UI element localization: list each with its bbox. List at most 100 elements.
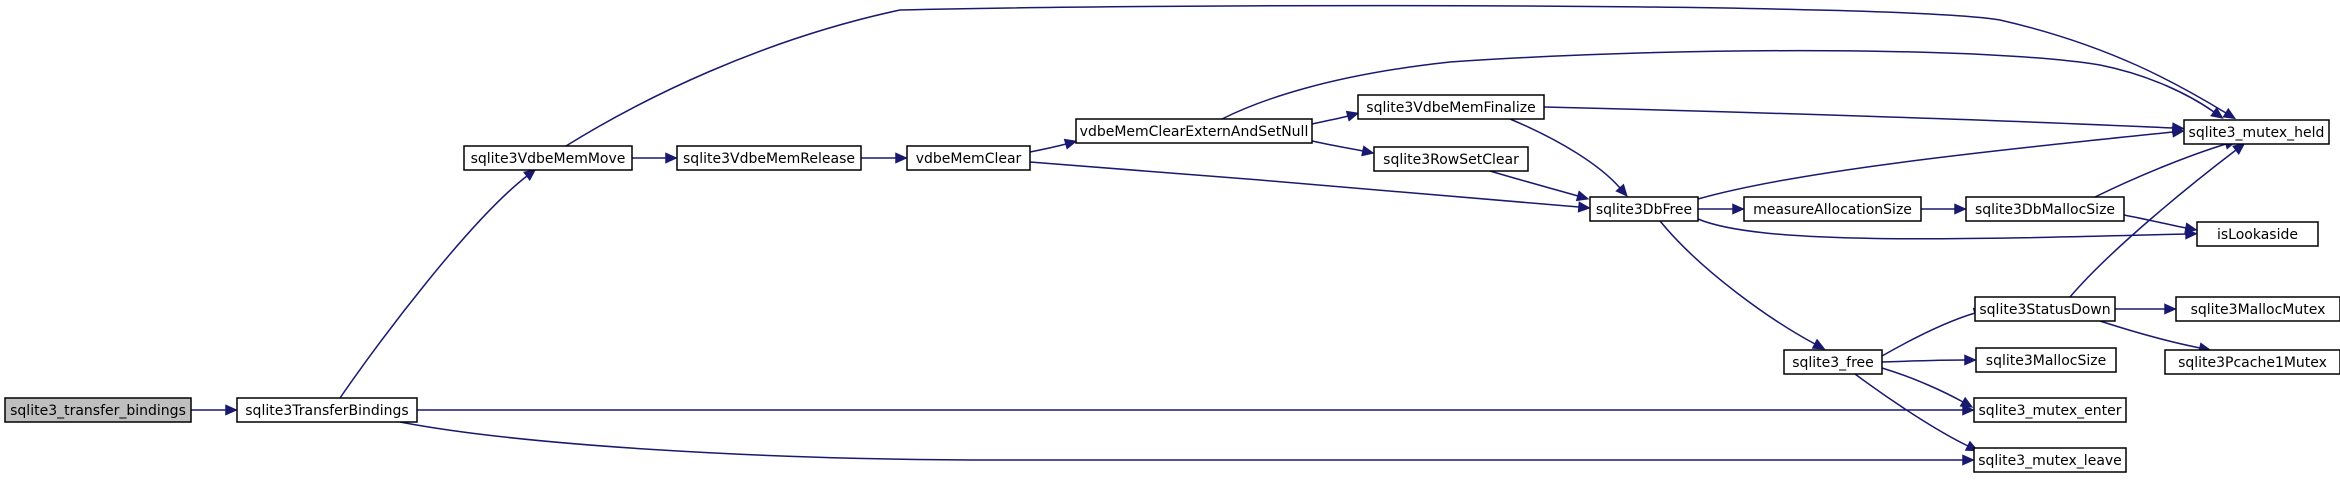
edge-line (2094, 143, 2227, 198)
edge-line (2099, 320, 2201, 349)
edge-sqlite3dbfree-to-islookaside (1697, 218, 2198, 240)
edge-line (1029, 143, 1067, 153)
node-sqlite3rowsetclear[interactable]: sqlite3RowSetClear (1373, 146, 1529, 172)
edge-sqlite3vdbememrelease-to-vdbememclear (860, 152, 908, 164)
node-box (1373, 146, 1529, 172)
node-box (236, 397, 418, 423)
edge-line (1881, 312, 1976, 357)
node-label: sqlite3Pcache1Mutex (2178, 355, 2327, 371)
node-box (2183, 119, 2330, 145)
edge-line (1697, 218, 2187, 240)
edge-sqlite3-free-to-sqlite3mallocsize (1881, 354, 1977, 366)
node-label: sqlite3VdbeMemRelease (683, 151, 855, 167)
arrowhead-icon (523, 168, 537, 181)
arrowhead-icon (1575, 190, 1590, 202)
edges (191, 4, 2246, 466)
node-label: sqlite3_mutex_held (2189, 125, 2325, 141)
node-box (2196, 221, 2319, 247)
node-label: sqlite3VdbeMemMove (471, 151, 626, 167)
node-sqlite3dbfree[interactable]: sqlite3DbFree (1589, 196, 1699, 222)
edge-line (1881, 359, 1966, 363)
node-sqlite3-transfer-bindings[interactable]: sqlite3_transfer_bindings (4, 397, 192, 423)
node-box (1973, 447, 2127, 473)
node-label: sqlite3StatusDown (1979, 302, 2110, 318)
edge-sqlite3statusdown-to-sqlite3mallocmutex (2115, 303, 2177, 315)
node-label: sqlite3_mutex_leave (1978, 453, 2122, 469)
edge-line (1221, 49, 2215, 120)
node-sqlite3statusdown[interactable]: sqlite3StatusDown (1974, 296, 2116, 322)
arrowhead-icon (2171, 126, 2185, 138)
node-label: sqlite3DbMallocSize (1975, 202, 2115, 218)
node-sqlite3-free[interactable]: sqlite3_free (1783, 349, 1883, 375)
edge-line (1881, 367, 1964, 403)
arrowhead-icon (2184, 222, 2198, 234)
edge-line (1509, 118, 1621, 189)
node-sqlite3-mutex-leave[interactable]: sqlite3_mutex_leave (1973, 447, 2127, 473)
node-label: vdbeMemClearExternAndSetNull (1080, 124, 1309, 140)
edge-line (1311, 140, 1364, 152)
node-sqlite3-mutex-enter[interactable]: sqlite3_mutex_enter (1973, 397, 2127, 423)
node-sqlite3dbmallocsize[interactable]: sqlite3DbMallocSize (1965, 196, 2125, 222)
node-sqlite3vdbememmove[interactable]: sqlite3VdbeMemMove (463, 145, 633, 171)
edge-sqlite3rowsetclear-to-sqlite3dbfree (1489, 170, 1590, 202)
node-sqlite3-mutex-held[interactable]: sqlite3_mutex_held (2183, 119, 2330, 145)
edge-sqlite3vdbememmove-to-sqlite3vdbememrelease (631, 152, 678, 164)
node-box (4, 397, 192, 423)
node-box (1783, 349, 1883, 375)
arrowhead-icon (1959, 396, 1974, 408)
node-box (1357, 94, 1545, 120)
edge-sqlite3vdbememfinalize-to-sqlite3-mutex-held (1543, 106, 2185, 134)
arrowhead-icon (1954, 203, 1967, 215)
edge-measureallocationsize-to-sqlite3dbmallocsize (1921, 203, 1967, 215)
node-sqlite3pcache1mutex[interactable]: sqlite3Pcache1Mutex (2164, 349, 2340, 375)
node-label: sqlite3RowSetClear (1383, 152, 1519, 168)
arrowhead-icon (1063, 138, 1078, 150)
edge-line (1489, 170, 1579, 197)
node-sqlite3vdbememrelease[interactable]: sqlite3VdbeMemRelease (676, 145, 862, 171)
node-sqlite3vdbememfinalize[interactable]: sqlite3VdbeMemFinalize (1357, 94, 1545, 120)
node-measureallocationsize[interactable]: measureAllocationSize (1743, 196, 1922, 222)
edge-sqlite3transferbindings-to-sqlite3vdbememmove (339, 168, 537, 399)
node-box (2175, 296, 2340, 322)
node-vdbememclear[interactable]: vdbeMemClear (906, 145, 1031, 171)
node-box (1965, 196, 2125, 222)
edge-sqlite3transferbindings-to-sqlite3-mutex-leave (399, 421, 1975, 466)
arrowhead-icon (1964, 354, 1977, 366)
node-islookaside[interactable]: isLookaside (2196, 221, 2319, 247)
node-sqlite3mallocsize[interactable]: sqlite3MallocSize (1975, 347, 2117, 373)
node-box (463, 145, 633, 171)
node-box (2164, 349, 2340, 375)
edge-line (1311, 115, 1349, 125)
arrowhead-icon (1615, 183, 1628, 197)
edge-sqlite3-free-to-sqlite3statusdown (1881, 307, 1987, 357)
node-label: sqlite3_mutex_enter (1979, 403, 2122, 419)
arrowhead-icon (1361, 145, 1375, 157)
edge-vdbememclearexternandsetnull-to-sqlite3vdbememfinalize (1311, 110, 1360, 125)
edge-sqlite3dbmallocsize-to-sqlite3-mutex-held (2094, 138, 2238, 198)
edge-line (2069, 149, 2237, 298)
edge-line (1659, 220, 1816, 345)
node-box (676, 145, 862, 171)
arrowhead-icon (1962, 454, 1975, 466)
arrowhead-icon (1811, 338, 1826, 350)
node-label: sqlite3MallocMutex (2191, 302, 2326, 318)
node-box (1075, 118, 1313, 144)
node-box (1974, 296, 2116, 322)
edge-sqlite3dbmallocsize-to-islookaside (2123, 214, 2198, 234)
edge-sqlite3dbfree-to-measureallocationsize (1698, 203, 1745, 215)
edge-line (565, 4, 2227, 147)
node-sqlite3mallocmutex[interactable]: sqlite3MallocMutex (2175, 296, 2340, 322)
arrowhead-icon (225, 404, 238, 416)
edge-line (2123, 214, 2187, 229)
node-box (1743, 196, 1922, 222)
edge-vdbememclear-to-sqlite3dbfree (1029, 161, 1591, 213)
arrowhead-icon (1345, 110, 1360, 122)
edge-sqlite3statusdown-to-sqlite3-mutex-held (2069, 142, 2246, 298)
edge-sqlite3dbfree-to-sqlite3-free (1659, 220, 1826, 350)
edge-line (1854, 373, 1969, 447)
node-sqlite3transferbindings[interactable]: sqlite3TransferBindings (236, 397, 418, 423)
arrowhead-icon (1962, 404, 1975, 416)
node-box (906, 145, 1031, 171)
node-label: sqlite3_transfer_bindings (10, 403, 186, 419)
node-vdbememclearexternandsetnull[interactable]: vdbeMemClearExternAndSetNull (1075, 118, 1313, 144)
